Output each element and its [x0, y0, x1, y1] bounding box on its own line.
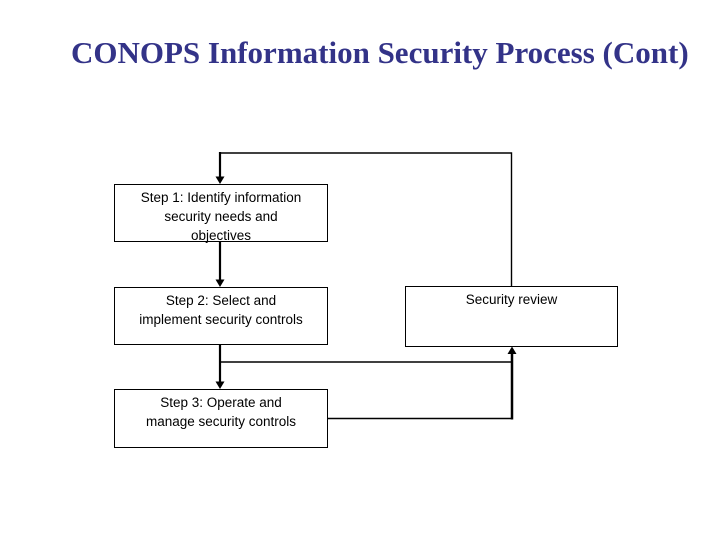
step2-line1: Step 2: Select and [165, 293, 277, 308]
arrowhead-into-step1 [215, 176, 225, 184]
arrowhead-into-step3 [215, 381, 225, 389]
flowchart-box-step2: Step 2: Select and implement security co… [114, 287, 328, 345]
step1-line2: security needs and [164, 209, 278, 224]
step1-line3: objectives [190, 228, 252, 243]
connector-review-to-step1 [220, 152, 513, 287]
step2-line2: implement security controls [139, 312, 303, 327]
flowchart-box-step1: Step 1: Identify information security ne… [114, 184, 328, 243]
step3-line1: Step 3: Operate and [160, 395, 282, 410]
review-line1: Security review [465, 292, 558, 307]
arrowhead-into-step2 [215, 279, 225, 287]
slide-title: CONOPS Information Security Process (Con… [71, 35, 689, 70]
arrowhead-into-review [507, 346, 517, 354]
flowchart-box-security-review: Security review [405, 286, 618, 347]
step1-line1: Step 1: Identify information [140, 190, 302, 205]
step3-line2: manage security controls [145, 414, 297, 429]
flowchart-box-step3: Step 3: Operate and manage security cont… [114, 389, 328, 448]
